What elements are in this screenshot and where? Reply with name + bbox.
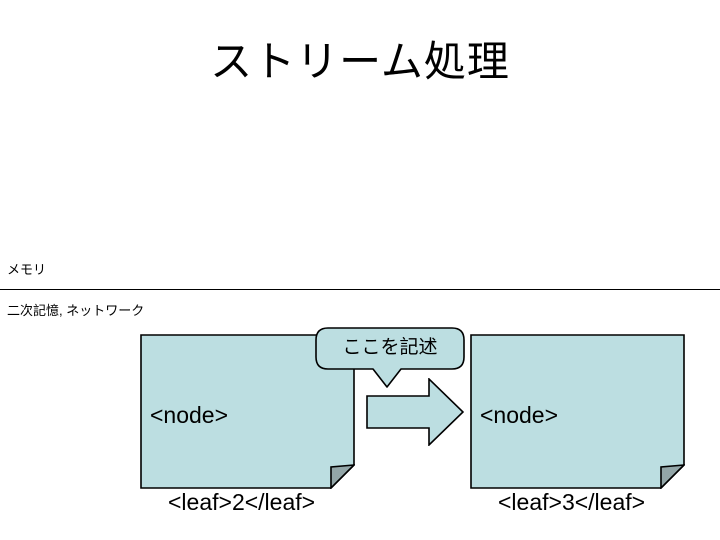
doc-line: <leaf>2</leaf> (168, 489, 316, 515)
flow-arrow-right (366, 377, 465, 447)
arrow-right-icon (366, 377, 465, 447)
callout-bubble-icon (315, 327, 465, 388)
tier-divider (0, 289, 720, 290)
annotation-callout[interactable]: ここを記述 (315, 327, 465, 389)
output-document-shape[interactable]: <node> <leaf>3</leaf> <leaf>4</leaf> </n… (470, 334, 685, 515)
document-outline-icon (470, 334, 685, 489)
page-title: ストリーム処理 (210, 38, 510, 85)
tier-label-storage: 二次記憶, ネットワーク (7, 303, 145, 318)
doc-line: <leaf>3</leaf> (498, 489, 646, 515)
tier-label-memory: メモリ (7, 262, 47, 277)
